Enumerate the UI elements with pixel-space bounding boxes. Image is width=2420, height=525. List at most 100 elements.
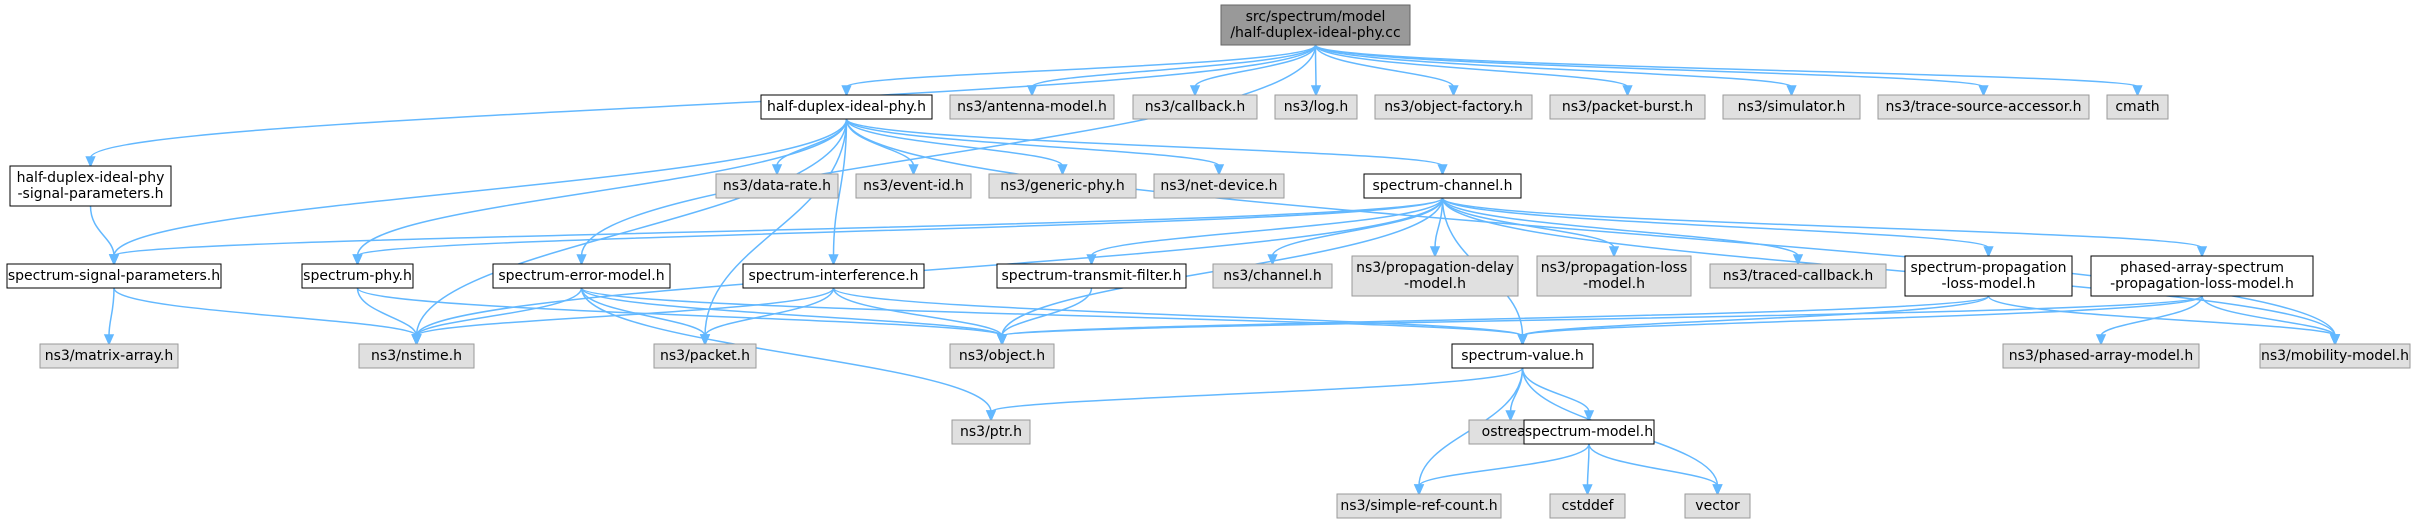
- node-label: cstddef: [1562, 498, 1615, 514]
- edge-specchan-to-specprop: [1441, 197, 1994, 258]
- node-antenna: ns3/antenna-model.h: [949, 94, 1115, 120]
- edge-errmodel-to-ptr: [580, 287, 997, 422]
- node-box: [1549, 493, 1626, 519]
- edge-arrowhead: [1448, 85, 1459, 97]
- node-simpleref: ns3/simple-ref-count.h: [1336, 493, 1502, 519]
- edge-arrowhead: [103, 334, 115, 346]
- edge-specmodel-to-cstddef: [1582, 443, 1593, 496]
- edge-phasedprop-to-mobility: [2201, 295, 2341, 346]
- node-label: ns3/trace-source-accessor.h: [1885, 99, 2081, 115]
- node-box: [1451, 343, 1594, 369]
- edge-specvalue-to-specmodel: [1521, 367, 1595, 422]
- node-hdip_h[interactable]: half-duplex-ideal-phy.h: [760, 94, 933, 120]
- edge-line: [2100, 295, 2203, 337]
- edge-line: [356, 197, 1444, 257]
- edge-arrowhead: [1582, 484, 1593, 496]
- edge-line: [1987, 295, 2336, 337]
- edge-line: [845, 118, 2336, 337]
- nodes-layer: src/spectrum/model/half-duplex-ideal-phy…: [6, 4, 2411, 519]
- node-box: [6, 263, 222, 289]
- edge-arrowhead: [1786, 85, 1797, 97]
- node-label: ns3/traced-callback.h: [1723, 268, 1874, 284]
- edge-line: [845, 118, 1444, 167]
- node-label: -propagation-loss-model.h: [2110, 276, 2294, 292]
- edge-line: [1001, 287, 1093, 337]
- edge-arrowhead: [1622, 85, 1633, 97]
- edge-line: [1418, 443, 1590, 487]
- node-packet: ns3/packet.h: [653, 343, 757, 369]
- edge-line: [113, 287, 418, 337]
- edge-arrowhead: [1712, 484, 1723, 496]
- edge-hdip_h-to-interf: [828, 118, 848, 266]
- edge-arrowhead: [108, 254, 120, 266]
- node-box: [1684, 493, 1751, 519]
- edge-hdip_h-to-specchan: [845, 118, 1448, 176]
- edge-line: [415, 287, 583, 337]
- node-box: [1336, 493, 1502, 519]
- edge-arrowhead: [841, 85, 852, 97]
- node-box: [39, 343, 179, 369]
- edge-line: [845, 44, 1317, 88]
- node-phasedprop[interactable]: phased-array-spectrum-propagation-loss-m…: [2090, 255, 2314, 297]
- node-propdelay: ns3/propagation-delay-model.h: [1351, 255, 1519, 297]
- node-label: src/spectrum/model: [1246, 9, 1386, 25]
- node-hdip_sp[interactable]: half-duplex-ideal-phy-signal-parameters.…: [9, 165, 172, 207]
- edge-arrowhead: [2329, 334, 2341, 346]
- node-cmath: cmath: [2106, 94, 2169, 120]
- node-root[interactable]: src/spectrum/model/half-duplex-ideal-phy…: [1220, 4, 1411, 46]
- node-label: ns3/data-rate.h: [723, 178, 831, 194]
- edge-arrowhead: [996, 334, 1008, 346]
- node-specchan[interactable]: spectrum-channel.h: [1363, 173, 1522, 199]
- edge-specprop-to-specvalue: [1517, 295, 1990, 346]
- node-object: ns3/object.h: [949, 343, 1055, 369]
- node-box: [1220, 4, 1411, 46]
- edge-specmodel-to-simpleref: [1413, 443, 1590, 496]
- node-box: [2259, 343, 2411, 369]
- node-sigparams[interactable]: spectrum-signal-parameters.h: [6, 263, 222, 289]
- node-genericphy: ns3/generic-phy.h: [988, 173, 1137, 199]
- node-label: ns3/mobility-model.h: [2261, 348, 2409, 364]
- edge-line: [1521, 295, 2203, 337]
- edge-line: [356, 287, 418, 337]
- node-interf[interactable]: spectrum-interference.h: [742, 263, 925, 289]
- edge-arrowhead: [1505, 410, 1516, 422]
- node-label: spectrum-interference.h: [748, 268, 918, 284]
- edge-arrowhead: [1310, 85, 1322, 97]
- node-eventid: ns3/event-id.h: [855, 173, 972, 199]
- node-txfilter[interactable]: spectrum-transmit-filter.h: [996, 263, 1187, 289]
- node-box: [951, 419, 1031, 445]
- edge-specprop-to-mobility: [1987, 295, 2341, 346]
- edge-arrowhead: [411, 334, 422, 346]
- node-specprop[interactable]: spectrum-propagation-loss-model.h: [1904, 255, 2073, 297]
- edge-line: [832, 287, 1003, 337]
- node-errmodel[interactable]: spectrum-error-model.h: [492, 263, 671, 289]
- edge-root-to-hdip_sp: [85, 44, 1317, 168]
- node-label: ns3/propagation-loss: [1541, 260, 1688, 276]
- edge-line: [1441, 197, 2203, 249]
- node-specvalue[interactable]: spectrum-value.h: [1451, 343, 1594, 369]
- edge-line: [580, 287, 706, 337]
- node-specphy[interactable]: spectrum-phy.h: [301, 263, 414, 289]
- edge-hdip_h-to-nstime: [411, 118, 848, 346]
- node-box: [1709, 263, 1887, 289]
- node-label: ns3/nstime.h: [371, 348, 462, 364]
- edge-sigparams-to-matrix: [103, 287, 115, 346]
- edge-root-to-objfactory: [1314, 44, 1459, 97]
- node-matrix: ns3/matrix-array.h: [39, 343, 179, 369]
- node-label: ns3/matrix-array.h: [45, 348, 174, 364]
- edge-line: [1441, 197, 2336, 337]
- edge-specmodel-to-vector: [1588, 443, 1723, 496]
- edge-line: [1588, 443, 1719, 487]
- node-specmodel[interactable]: spectrum-model.h: [1523, 419, 1655, 445]
- edge-phasedprop-to-object: [996, 295, 2203, 346]
- edge-arrowhead: [1086, 254, 1097, 266]
- node-datarate: ns3/data-rate.h: [715, 173, 839, 199]
- node-netdevice: ns3/net-device.h: [1153, 173, 1285, 199]
- node-box: [1132, 94, 1258, 120]
- edge-line: [113, 118, 848, 257]
- edge-phasedprop-to-specvalue: [1517, 295, 2203, 346]
- node-proploss: ns3/propagation-loss-model.h: [1536, 255, 1692, 297]
- edge-arrowhead: [2095, 334, 2107, 346]
- edge-line: [704, 287, 835, 337]
